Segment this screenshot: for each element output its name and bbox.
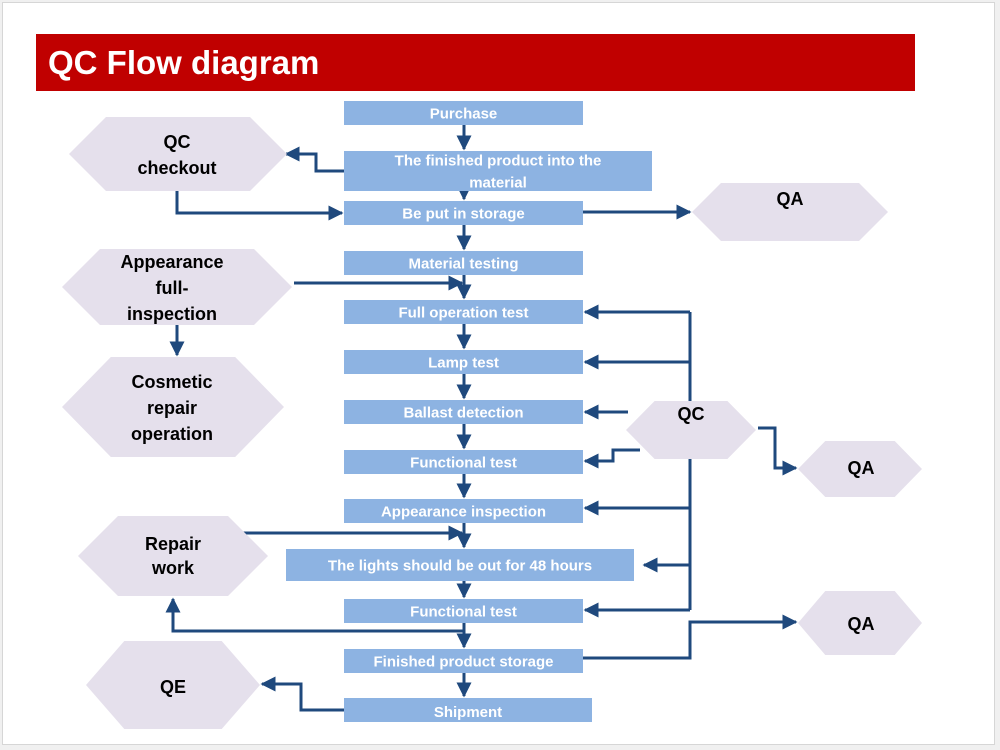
step-box (344, 599, 583, 623)
step-label: Purchase (430, 105, 498, 122)
node-qe: QE (86, 641, 260, 729)
node-appearance-full-inspection: Appearance full-inspection (62, 249, 292, 325)
step-label: Functional test (410, 454, 517, 471)
node-cosmetic-repair-operation: Cosmetic repair operation (62, 357, 284, 457)
step-box (344, 698, 592, 722)
step-label: Shipment (434, 704, 502, 721)
step-box (344, 201, 583, 225)
flow-arrow (175, 191, 344, 221)
hexagon-shape (78, 516, 268, 596)
step-label: Full operation test (398, 304, 528, 321)
node-qa-storage: QA (692, 183, 888, 241)
node-repair-work: Repair work (78, 516, 268, 596)
node-label: operation (131, 424, 213, 444)
step-functional-test-2: Functional test (344, 599, 583, 623)
hexagon-shape (62, 357, 284, 457)
step-purchase: Purchase (344, 101, 583, 125)
flow-arrow (758, 426, 798, 476)
step-box (286, 549, 634, 581)
step-label: The lights should be out for 48 hours (328, 557, 592, 574)
node-label: work (151, 558, 195, 578)
step-box (344, 151, 652, 191)
step-box (344, 300, 583, 324)
hexagon-shape (626, 401, 756, 459)
step-box (344, 101, 583, 125)
step-be-put-in-storage: Be put in storage (344, 201, 583, 225)
node-label: QA (777, 189, 804, 209)
step-label: Appearance inspection (381, 503, 546, 520)
node-label: QE (160, 677, 186, 697)
node-label: QA (848, 614, 875, 634)
hexagon-shape (798, 591, 922, 655)
flow-arrow (583, 614, 798, 660)
hexagon-shape (86, 641, 260, 729)
node-label: inspection (127, 304, 217, 324)
step-label: Finished product storage (373, 653, 553, 670)
node-label: checkout (137, 158, 216, 178)
step-box (344, 251, 583, 275)
node-label: full- (156, 278, 189, 298)
step-label: Be put in storage (402, 205, 525, 222)
step-label: Lamp test (428, 354, 499, 371)
node-qa-functional: QA (798, 441, 922, 497)
hexagon-shape (798, 441, 922, 497)
node-label: QA (848, 458, 875, 478)
step-shipment: Shipment (344, 698, 592, 722)
step-lights-out-48-hours: The lights should be out for 48 hours (286, 549, 634, 581)
flow-arrow (260, 676, 344, 712)
step-finished-product-storage: Finished product storage (344, 649, 583, 673)
title-banner: QC Flow diagram (36, 34, 915, 91)
step-ballast-detection: Ballast detection (344, 400, 583, 424)
step-lamp-test: Lamp test (344, 350, 583, 374)
step-label: material (469, 174, 527, 191)
node-qc-testing: QC (626, 401, 756, 459)
node-qa-finished-storage: QA (798, 591, 922, 655)
step-box (344, 450, 583, 474)
step-label: The finished product into the (395, 152, 602, 169)
step-functional-test-1: Functional test (344, 450, 583, 474)
node-label: Appearance (120, 252, 223, 272)
node-label: QC (164, 132, 191, 152)
flow-arrow (165, 597, 464, 633)
flow-arrow (284, 146, 344, 173)
step-full-operation-test: Full operation test (344, 300, 583, 324)
step-label: Ballast detection (403, 404, 523, 421)
node-label: Cosmetic (131, 372, 212, 392)
page-title: QC Flow diagram (48, 44, 320, 81)
hexagon-shape (692, 183, 888, 241)
step-label: Functional test (410, 603, 517, 620)
step-material-testing: Material testing (344, 251, 583, 275)
node-label: Repair (145, 534, 201, 554)
node-label: repair (147, 398, 197, 418)
step-label: Material testing (408, 255, 518, 272)
connector-layer (165, 125, 798, 712)
step-box (344, 400, 583, 424)
step-box (344, 350, 583, 374)
node-label: QC (678, 404, 705, 424)
hexagon-shape (69, 117, 287, 191)
flow-arrow (583, 448, 640, 469)
step-appearance-inspection: Appearance inspection (344, 499, 583, 523)
hexagon-shape (62, 249, 292, 325)
node-qc-checkout: QC checkout (69, 117, 287, 191)
step-box (344, 649, 583, 673)
step-box (344, 499, 583, 523)
step-finished-product-into-material: The finished product into the material (344, 151, 652, 191)
